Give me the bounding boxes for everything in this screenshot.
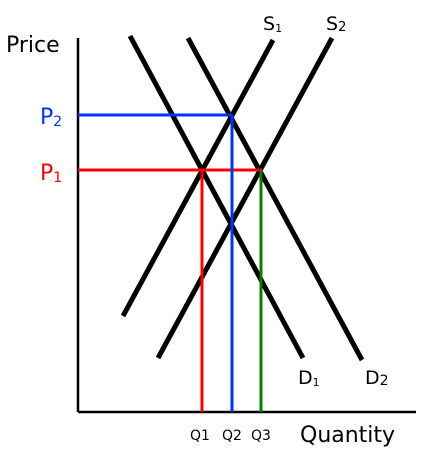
supply-curve-2 — [155, 36, 335, 360]
supply-1-label: S1 — [263, 13, 282, 35]
demand-2-label: D2 — [365, 367, 389, 389]
q2-label: Q2 — [222, 428, 242, 444]
p2-label: P2 — [40, 105, 62, 130]
y-axis-label: Price — [6, 33, 60, 58]
q3-label: Q3 — [251, 428, 271, 444]
p1-label: P1 — [40, 161, 62, 186]
demand-1-label: D1 — [298, 367, 320, 389]
supply-curve-1 — [120, 38, 276, 318]
demand-curve-2 — [185, 36, 365, 362]
x-axis-label: Quantity — [300, 423, 395, 448]
q1-label: Q1 — [190, 428, 210, 444]
demand-curve-1 — [127, 34, 306, 360]
supply-2-label: S2 — [326, 13, 346, 35]
